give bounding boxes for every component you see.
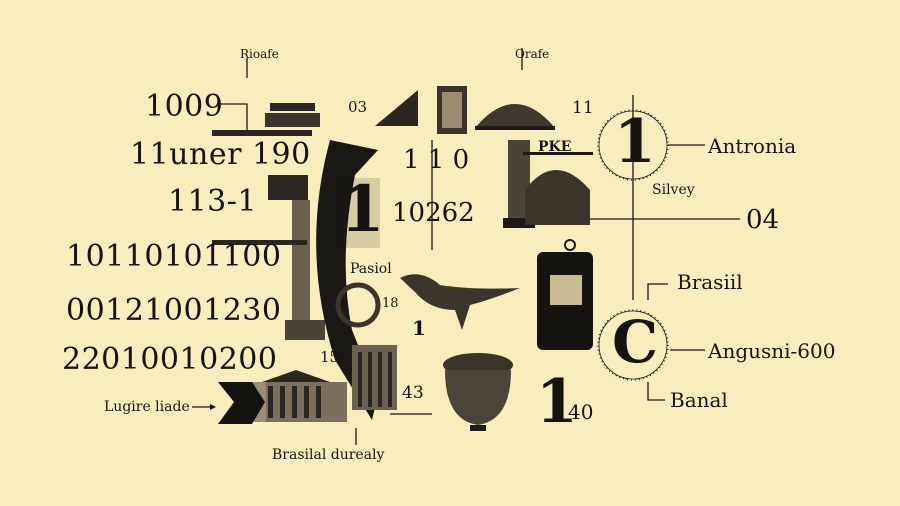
medallion-engraving: [335, 282, 381, 328]
center-pke: PKE: [538, 139, 572, 155]
left-label: Lugire liade: [104, 399, 190, 415]
bottom-label: Brasilal durealy: [272, 447, 385, 463]
left-row-1: 1009: [145, 89, 224, 124]
ring-bottom: [597, 309, 669, 381]
center-top-small: 03: [348, 98, 368, 116]
tower-engraving: [503, 140, 593, 228]
center-num-10262: 10262: [392, 198, 475, 228]
right-banal: Banal: [670, 388, 728, 412]
right-antronia: Antronia: [708, 134, 797, 158]
left-row-1-label: Rioafe: [240, 47, 279, 61]
left-row-4: 10110101100: [66, 239, 282, 274]
monument-engraving: [375, 86, 555, 134]
right-brasiil: Brasiil: [677, 270, 743, 294]
bird-engraving: [400, 274, 520, 330]
cauldron-engraving: [443, 353, 513, 431]
center-num-43: 43: [402, 383, 424, 403]
right-big-one: 1: [614, 107, 656, 177]
arrow-head: [210, 404, 216, 410]
column-engraving: [212, 103, 325, 340]
facade-engraving: [352, 345, 397, 410]
center-top-right-label: Orafe: [515, 47, 550, 61]
left-row-5: 00121001230: [66, 293, 282, 328]
big-one-backdrop: [338, 178, 380, 248]
center-shield-shape: [316, 140, 378, 420]
center-num-11: 11: [572, 98, 594, 118]
center-num-110: 1 1 0: [403, 145, 470, 175]
left-row-6: 22010010200: [62, 342, 278, 377]
center-num-40: 40: [568, 400, 594, 424]
left-row-3: 113-1: [168, 184, 257, 219]
connector-lines: [192, 48, 740, 445]
center-num-1-small: 1: [412, 316, 426, 340]
lantern-engraving: [537, 239, 593, 350]
temple-engraving: [218, 370, 347, 424]
ring-bottom-inner: [598, 310, 668, 380]
center-big-one: 1: [340, 172, 385, 247]
right-num-04: 04: [746, 205, 780, 235]
center-pasiol: Pasiol: [350, 261, 392, 277]
right-silvey: Silvey: [652, 182, 695, 198]
center-num-18: 18: [382, 296, 399, 311]
left-row-2: 11uner 190: [130, 137, 311, 172]
center-big-one-lower: 1: [536, 367, 578, 437]
right-angusni: Angusni-600: [708, 339, 836, 363]
right-letter-c: C: [612, 308, 659, 376]
center-num-15: 15: [320, 348, 340, 366]
